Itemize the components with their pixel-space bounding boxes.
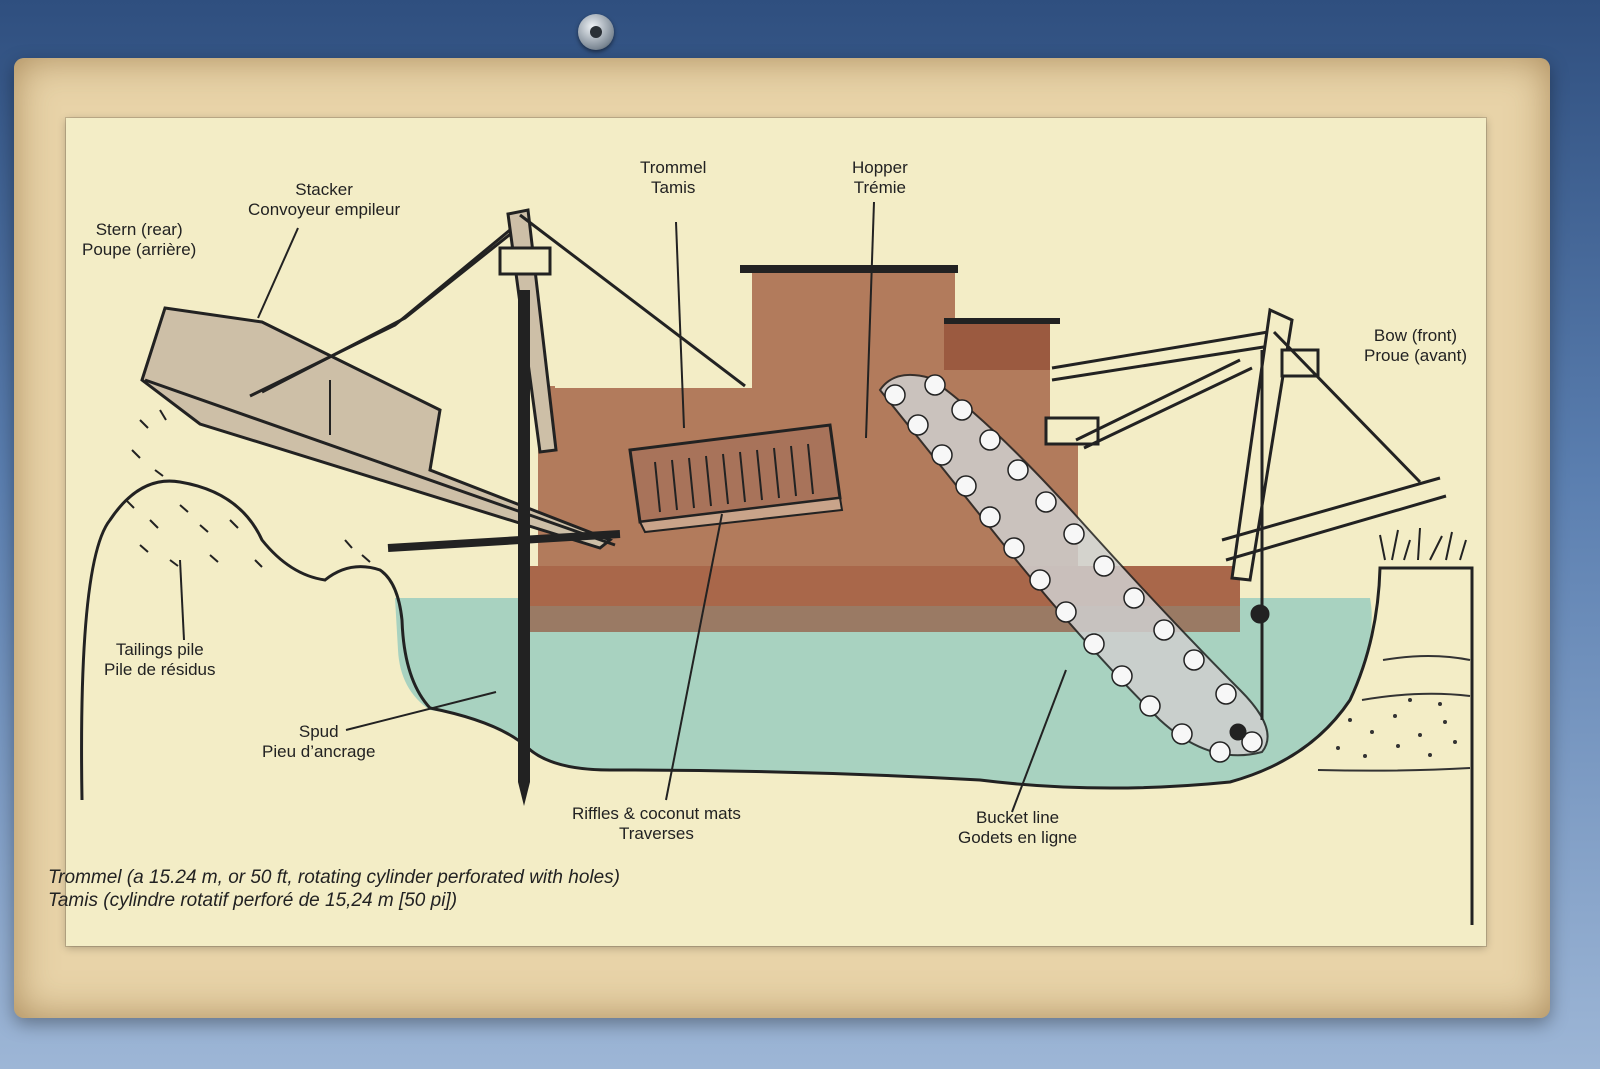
- grass-tuft: [1379, 527, 1467, 561]
- mounting-screw: [578, 14, 614, 50]
- trommel-caption: Trommel (a 15.24 m, or 50 ft, rotating c…: [48, 866, 620, 912]
- soil-layer-line: [1382, 655, 1471, 661]
- caption-fr: Tamis (cylindre rotatif perforé de 15,24…: [48, 890, 458, 911]
- label-tailings-en: Tailings pile: [115, 640, 204, 659]
- gravel-line: [1317, 767, 1471, 772]
- label-trommel: Trommel Tamis: [640, 158, 706, 198]
- label-tailings-fr: Pile de résidus: [104, 660, 216, 679]
- label-spud-en: Spud: [298, 722, 339, 741]
- gravel-dots: [1336, 698, 1457, 758]
- label-bucket-fr: Godets en ligne: [958, 828, 1078, 847]
- label-bow-en: Bow (front): [1373, 326, 1458, 345]
- label-trommel-fr: Tamis: [651, 178, 696, 197]
- stacker-gantry: [498, 208, 746, 454]
- caption-en: Trommel (a 15.24 m, or 50 ft, rotating c…: [48, 867, 621, 888]
- bucket-line: [878, 374, 1269, 763]
- label-stern-fr: Poupe (arrière): [82, 240, 197, 259]
- label-stacker-en: Stacker: [295, 180, 353, 199]
- label-spud-fr: Pieu d’ancrage: [262, 742, 376, 761]
- soil-layer-line: [1361, 692, 1471, 701]
- upper-window-block: [944, 324, 1050, 370]
- trommel-drum: [628, 423, 844, 534]
- label-riffles-fr: Traverses: [618, 824, 694, 843]
- label-riffles: Riffles & coconut mats Traverses: [572, 804, 741, 844]
- label-riffles-en: Riffles & coconut mats: [572, 804, 741, 823]
- label-spud: Spud Pieu d’ancrage: [262, 722, 375, 762]
- tailings-debris: [125, 409, 371, 568]
- label-stern-en: Stern (rear): [95, 220, 183, 239]
- ground-outline: [80, 479, 1474, 925]
- pointer-lines: [179, 201, 1067, 813]
- label-hopper-fr: Trémie: [853, 178, 907, 197]
- label-stacker: Stacker Convoyeur empileur: [248, 180, 400, 220]
- label-stern: Stern (rear) Poupe (arrière): [82, 220, 196, 260]
- label-bucket-en: Bucket line: [975, 808, 1060, 827]
- bow-gantry: [1044, 307, 1447, 741]
- label-tailings: Tailings pile Pile de résidus: [104, 640, 216, 680]
- label-bucket: Bucket line Godets en ligne: [958, 808, 1077, 848]
- label-stacker-fr: Convoyeur empileur: [248, 200, 401, 219]
- label-bow-fr: Proue (avant): [1364, 346, 1467, 365]
- label-trommel-en: Trommel: [640, 158, 707, 177]
- label-hopper-en: Hopper: [852, 158, 908, 177]
- roof-mid: [944, 318, 1060, 324]
- label-hopper: Hopper Trémie: [852, 158, 908, 198]
- spud-beam: [387, 530, 621, 552]
- stacker-conveyor: [140, 226, 616, 550]
- spud-pole: [518, 290, 530, 806]
- label-bow: Bow (front) Proue (avant): [1364, 326, 1467, 366]
- roof-top: [740, 265, 958, 273]
